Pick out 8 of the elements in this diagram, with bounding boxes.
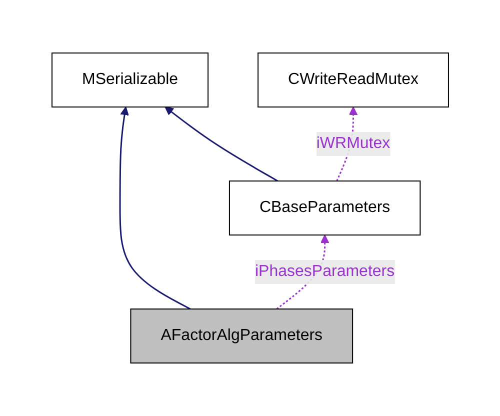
node-box: CBaseParameters	[228, 180, 420, 236]
node-box: CWriteReadMutex	[257, 52, 449, 108]
node-box: MSerializable	[51, 52, 208, 108]
arrow	[164, 106, 278, 182]
edge-label: iPhasesParameters	[254, 263, 394, 280]
edge-label: iWRMutex	[316, 135, 390, 152]
node-box: AFactorAlgParameters	[130, 308, 353, 364]
arrow	[119, 106, 190, 310]
